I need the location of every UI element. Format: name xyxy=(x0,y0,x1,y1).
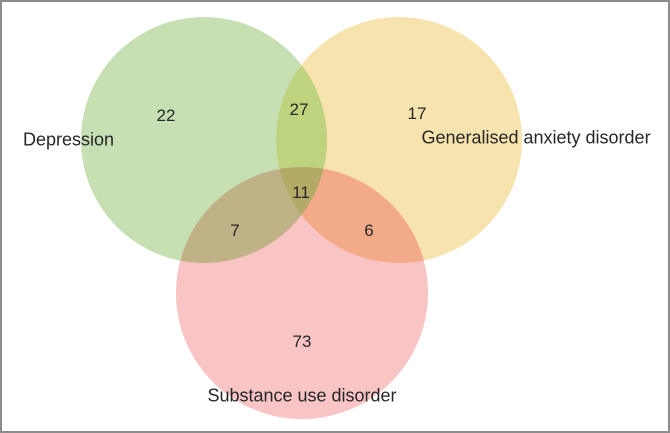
all-three-count: 11 xyxy=(292,183,310,202)
depression-sud-count: 7 xyxy=(230,221,240,240)
sud-label: Substance use disorder xyxy=(207,385,397,406)
depression-sud-overlap xyxy=(176,167,327,263)
gad-label: Generalised anxiety disorder xyxy=(421,127,651,148)
depression-label: Depression xyxy=(23,129,115,150)
gad-sud-count: 6 xyxy=(364,221,374,240)
gad-sud-overlap xyxy=(276,167,428,263)
gad-only-count: 17 xyxy=(407,104,427,123)
depression-gad-count: 27 xyxy=(289,100,309,119)
depression-only-count: 22 xyxy=(156,106,176,125)
sud-only-count: 73 xyxy=(292,332,312,351)
